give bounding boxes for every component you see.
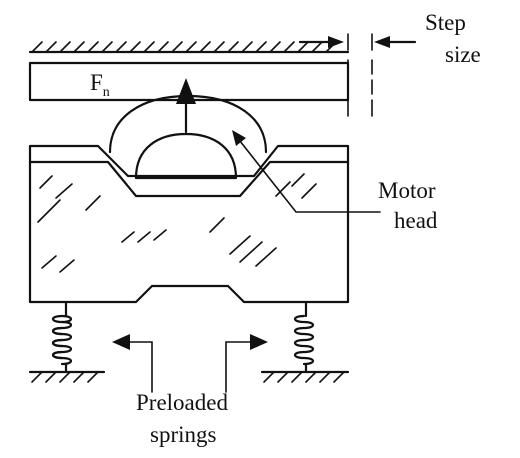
- right-spring-arrow: [225, 334, 268, 393]
- step-size-label-line2: size: [445, 42, 481, 67]
- top-fixed-surface: [28, 41, 350, 54]
- springs-label-line2: springs: [150, 422, 217, 447]
- top-surface-hatching: [31, 41, 337, 53]
- motor-head-leader: [232, 130, 381, 213]
- force-label: Fn: [90, 70, 110, 100]
- right-spring: [293, 300, 315, 374]
- right-ground: [260, 370, 350, 383]
- motor-body-top-contour: [28, 160, 350, 198]
- step-size-indicator: [298, 33, 417, 117]
- step-dashed-line: [347, 59, 373, 117]
- motor-head-dome: [134, 132, 238, 180]
- left-ground: [28, 370, 106, 383]
- motor-head-label-line1: Motor: [378, 178, 436, 203]
- motor-head-label-line2: head: [394, 208, 438, 233]
- springs-label-line1: Preloaded: [136, 390, 228, 415]
- left-spring-arrow: [112, 334, 153, 393]
- motor-body: [28, 144, 350, 304]
- step-size-label-line1: Step: [425, 10, 466, 35]
- left-spring: [51, 300, 73, 374]
- body-hatch-marks: [37, 173, 317, 273]
- force-arrow: [176, 78, 196, 134]
